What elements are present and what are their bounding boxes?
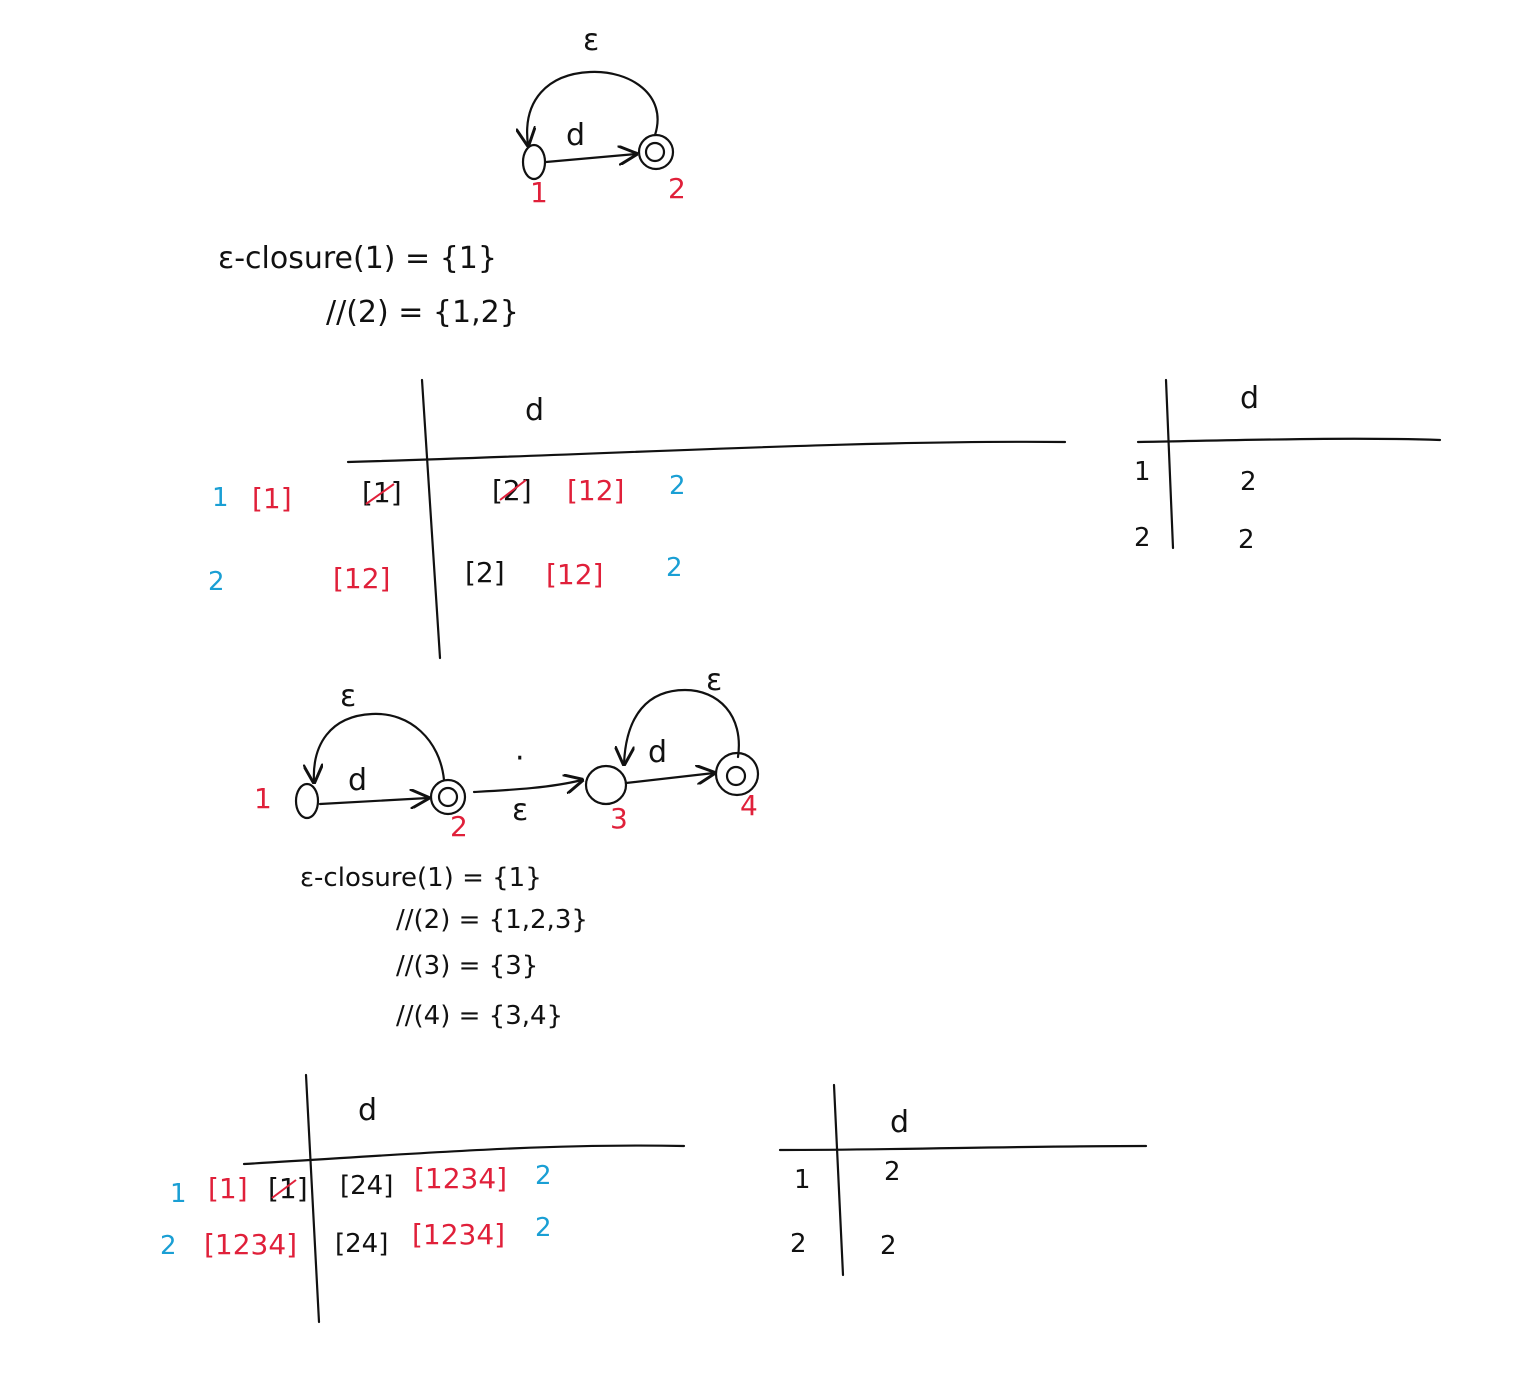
table2-row1-red-cell: [1234] (414, 1162, 507, 1195)
dfa2-vertical-rule (832, 1083, 845, 1277)
nfa2-epsilon-loop-right (624, 688, 740, 764)
table1-row2-black-cell: [2] (465, 556, 505, 589)
dfa2-row2-d: 2 (880, 1231, 897, 1261)
table1-header: d (525, 393, 544, 428)
nfa2-state-2-label: 2 (450, 810, 468, 843)
table1-vertical-rule (420, 378, 442, 660)
nfa1-epsilon-label: ε (583, 23, 599, 58)
closure1-line1: ε-closure(1) = {1} (218, 241, 497, 276)
closure2-line2: //(2) = {1,2,3} (396, 905, 588, 935)
closure2-line3: //(3) = {3} (396, 951, 538, 981)
table1-row2-red-cell: [12] (546, 558, 603, 591)
nfa2-epsilon-right: ε (706, 663, 722, 698)
table1-row1-set: [1] (252, 482, 292, 515)
table2-row1-dfa: 2 (535, 1161, 552, 1191)
nfa1-d-transition (544, 154, 636, 162)
nfa2-state-4-inner (725, 765, 747, 787)
table1-row1-cell-strike (499, 479, 527, 501)
table1-row2-id: 2 (208, 567, 225, 597)
nfa2-state-4-label: 4 (740, 789, 758, 822)
table2-row1-id: 1 (170, 1179, 187, 1209)
table1-row2-dfa: 2 (666, 553, 683, 583)
dfa1-header: d (1240, 381, 1259, 416)
nfa2-state-2-outer (429, 778, 467, 816)
subset-table-2: d 1 [1] [1] [24] [1234] 2 2 [1234] [24] … (160, 1073, 686, 1324)
dfa2-row2-state: 2 (790, 1229, 807, 1259)
dfa-table-2: d 1 2 2 2 (778, 1083, 1148, 1277)
dfa2-row1-d: 2 (884, 1157, 901, 1187)
dfa1-row1-state: 1 (1134, 457, 1151, 487)
dfa2-row1-state: 1 (794, 1165, 811, 1195)
nfa2-state-1-label: 1 (254, 782, 272, 815)
dfa2-horizontal-rule (778, 1144, 1148, 1152)
nfa2-state-1 (294, 782, 320, 820)
table2-horizontal-rule (242, 1144, 686, 1166)
table2-row2-dfa: 2 (535, 1213, 552, 1243)
table2-vertical-rule (304, 1073, 321, 1324)
dfa1-row2-state: 2 (1134, 523, 1151, 553)
table2-row1-struck: [1] (268, 1172, 308, 1205)
table1-horizontal-rule (346, 440, 1067, 464)
closure2-line4: //(4) = {3,4} (396, 1001, 563, 1031)
table1-row1-id: 1 (212, 483, 229, 513)
nfa2-state-3-label: 3 (610, 802, 628, 835)
dfa2-header: d (890, 1105, 909, 1140)
closure2-line1: ε-closure(1) = {1} (300, 863, 542, 893)
nfa1-state-2-label: 2 (668, 172, 686, 205)
table2-row2-id: 2 (160, 1231, 177, 1261)
dfa1-horizontal-rule (1136, 437, 1442, 444)
table1-row1-left-strike (365, 483, 395, 505)
nfa2-epsilon-mid: ε (512, 793, 528, 828)
nfa-diagram-2: ε d · ε ε d 1 2 3 4 (254, 663, 760, 843)
nfa1-state-1 (521, 143, 547, 181)
table2-row1-strike (271, 1179, 297, 1199)
nfa1-state-2-inner (644, 141, 666, 163)
closure-1: ε-closure(1) = {1} //(2) = {1,2} (218, 241, 519, 330)
nfa2-epsilon-top: ε (340, 679, 356, 714)
nfa2-state-3 (584, 764, 628, 806)
nfa2-epsilon-transition (472, 780, 582, 792)
table2-row2-set: [1234] (204, 1228, 297, 1261)
table1-row2-left: [12] (333, 562, 390, 595)
nfa-diagram-1: ε d 1 2 (523, 23, 686, 209)
nfa1-state-2-outer (637, 133, 675, 171)
nfa2-epsilon-loop-left (314, 712, 446, 782)
nfa2-d-label-2: d (648, 735, 667, 770)
closure1-line2: //(2) = {1,2} (326, 295, 519, 330)
nfa2-dot: · (515, 741, 525, 776)
table2-row1-set: [1] (208, 1172, 248, 1205)
subset-table-1: d 1 [1] [1] [2] [12] 2 2 [12] [2] [12] 2 (208, 378, 1067, 660)
table2-header: d (358, 1093, 377, 1128)
dfa1-row2-d: 2 (1238, 525, 1255, 555)
nfa1-d-label: d (566, 118, 585, 153)
nfa2-d-label-1: d (348, 763, 367, 798)
dfa1-row1-d: 2 (1240, 467, 1257, 497)
nfa2-state-2-inner (437, 786, 459, 808)
table1-row1-dfa: 2 (669, 471, 686, 501)
nfa2-d-transition-1 (318, 798, 428, 804)
nfa1-epsilon-loop (527, 70, 659, 145)
nfa2-d-transition-2 (624, 773, 714, 783)
table2-row1-black-cell: [24] (340, 1171, 393, 1201)
dfa1-vertical-rule (1164, 378, 1175, 550)
table2-row2-black-cell: [24] (335, 1229, 388, 1259)
table1-row1-red-cell: [12] (567, 474, 624, 507)
table2-row2-red-cell: [1234] (412, 1218, 505, 1251)
nfa1-state-1-label: 1 (530, 176, 548, 209)
closure-2: ε-closure(1) = {1} //(2) = {1,2,3} //(3)… (300, 863, 588, 1031)
dfa-table-1: d 1 2 2 2 (1134, 378, 1442, 555)
